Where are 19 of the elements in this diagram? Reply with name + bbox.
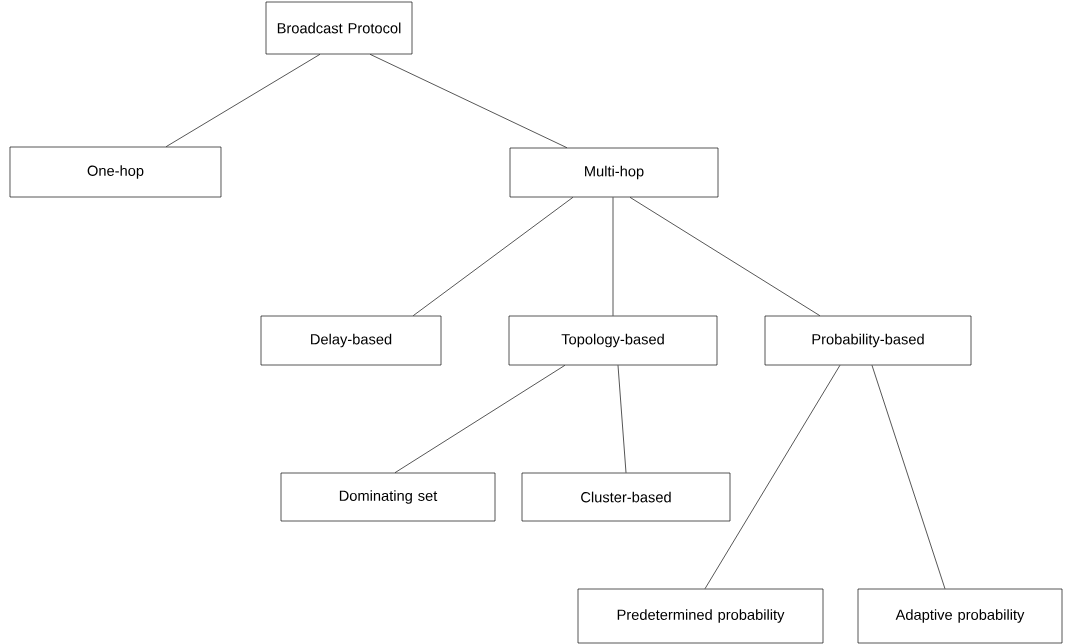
connector-line: [165, 54, 321, 147]
process-box: Delay-based: [260, 315, 442, 366]
process-box: Predetermined probability: [577, 588, 824, 644]
process-box: Topology-based: [508, 315, 718, 366]
process-box: Adaptive probability: [857, 588, 1063, 644]
connector-line: [871, 365, 946, 589]
process-box: Dominating set: [280, 472, 496, 522]
process-box: Multi-hop: [509, 147, 719, 198]
connector-line: [612, 197, 614, 316]
process-box: Cluster-based: [521, 472, 731, 522]
connector-line: [369, 54, 568, 148]
connector-line: [617, 365, 627, 473]
connector-line: [704, 365, 841, 589]
process-box: One-hop: [9, 146, 222, 198]
connector-line: [629, 197, 821, 316]
connector-line: [394, 365, 566, 473]
process-box: Probability-based: [764, 315, 972, 366]
connector-line: [412, 197, 574, 316]
process-box: Broadcast Protocol: [265, 1, 413, 55]
